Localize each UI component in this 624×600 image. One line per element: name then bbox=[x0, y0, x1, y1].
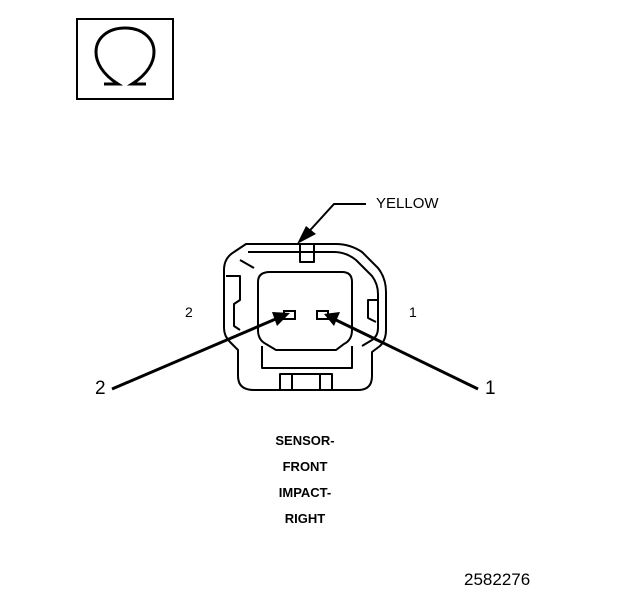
component-caption: SENSOR- FRONT IMPACT- RIGHT bbox=[230, 428, 380, 532]
caption-line: FRONT bbox=[282, 459, 328, 474]
connector-face bbox=[257, 271, 353, 351]
pin-callout-leader-1 bbox=[324, 312, 479, 391]
wire-color-leader bbox=[297, 203, 366, 244]
pin-label-right: 1 bbox=[409, 304, 417, 320]
pin-callout-leader-2 bbox=[111, 312, 290, 391]
caption-line: SENSOR- bbox=[275, 433, 335, 448]
pin-label-left: 2 bbox=[185, 304, 193, 320]
wire-color-label: YELLOW bbox=[376, 195, 439, 212]
ohm-symbol-icon bbox=[94, 26, 156, 86]
caption-line: RIGHT bbox=[284, 511, 326, 526]
ohm-meter-icon-box bbox=[76, 18, 174, 100]
connector-housing bbox=[223, 243, 387, 391]
pin-callout-label-1: 1 bbox=[485, 378, 496, 399]
figure-number: 2582276 bbox=[464, 570, 531, 589]
pin-callout-label-2: 2 bbox=[95, 378, 106, 399]
caption-line: IMPACT- bbox=[278, 485, 332, 500]
